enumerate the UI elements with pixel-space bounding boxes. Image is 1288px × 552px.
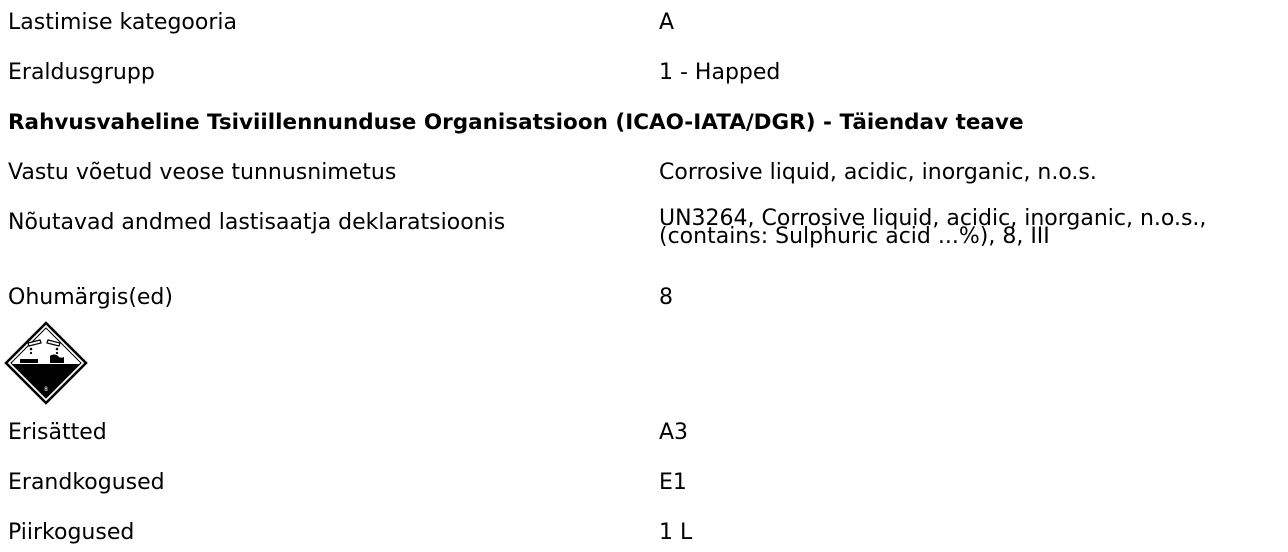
label-shipper-declaration: Nõutavad andmed lastisaatja deklaratsioo… <box>8 210 506 235</box>
row-shipper-declaration: Nõutavad andmed lastisaatja deklaratsioo… <box>8 206 1278 249</box>
row-proper-shipping-name: Vastu võetud veose tunnusnimetus Corrosi… <box>8 160 1278 185</box>
value-proper-shipping-name: Corrosive liquid, acidic, inorganic, n.o… <box>659 160 1097 185</box>
corrosive-hazard-label-icon: 8 <box>4 321 88 405</box>
value-shipper-declaration: UN3264, Corrosive liquid, acidic, inorga… <box>659 206 1278 249</box>
value-special-provisions: A3 <box>659 420 689 445</box>
row-excepted-quantities: Erandkogused E1 <box>8 470 1278 495</box>
row-loading-category: Lastimise kategooria A <box>8 10 1278 35</box>
value-shipper-declaration-line2: (contains: Sulphuric acid ...%), 8, III <box>659 224 1050 249</box>
row-limited-quantities: Piirkogused 1 L <box>8 520 1278 545</box>
row-segregation-group: Eraldusgrupp 1 - Happed <box>8 60 1278 85</box>
value-segregation-group: 1 - Happed <box>659 60 781 85</box>
value-hazard-labels: 8 <box>659 285 673 310</box>
value-excepted-quantities: E1 <box>659 470 687 495</box>
label-special-provisions: Erisätted <box>8 420 107 445</box>
value-loading-category: A <box>659 10 675 35</box>
row-hazard-labels: Ohumärgis(ed) 8 <box>8 285 1278 310</box>
row-special-provisions: Erisätted A3 <box>8 420 1278 445</box>
label-segregation-group: Eraldusgrupp <box>8 60 155 85</box>
value-shipper-declaration-line1: UN3264, Corrosive liquid, acidic, inorga… <box>659 206 1207 231</box>
label-loading-category: Lastimise kategooria <box>8 10 237 35</box>
section-heading-icao: Rahvusvaheline Tsiviillennunduse Organis… <box>8 110 1024 135</box>
label-proper-shipping-name: Vastu võetud veose tunnusnimetus <box>8 160 397 185</box>
label-excepted-quantities: Erandkogused <box>8 470 165 495</box>
label-hazard-labels: Ohumärgis(ed) <box>8 285 173 310</box>
pictogram-class-number: 8 <box>44 386 48 393</box>
value-limited-quantities: 1 L <box>659 520 693 545</box>
label-limited-quantities: Piirkogused <box>8 520 135 545</box>
